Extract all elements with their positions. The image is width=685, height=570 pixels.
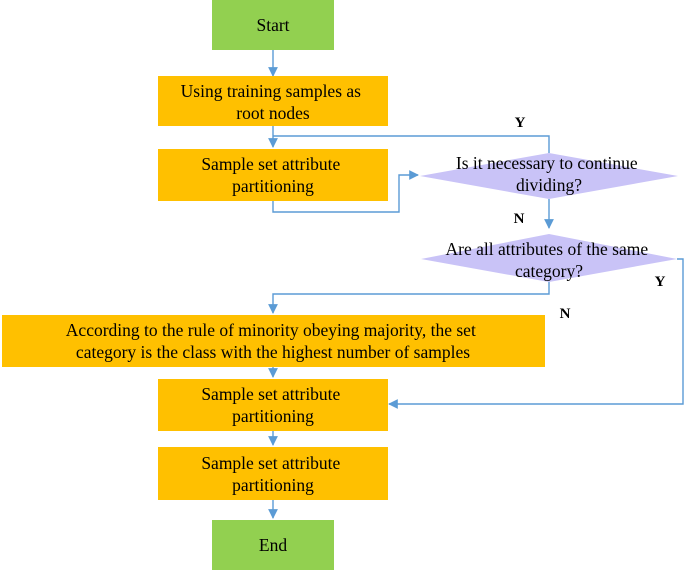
partition-1-process: Sample set attribute partitioning [158,149,388,201]
root-nodes-line-1: Using training samples as [181,81,362,101]
decision-continue-line-2: dividing? [516,175,582,195]
edge-label-continue-no: N [514,211,525,227]
majority-rule-process: According to the rule of minority obeyin… [2,315,545,367]
start-label: Start [256,15,289,35]
decision-continue-line-1: Is it necessary to continue [456,153,638,173]
partition-1-line-1: Sample set attribute [201,154,340,174]
partition-1-line-2: partitioning [232,176,314,196]
edge-label-continue-yes: Y [515,115,526,131]
end-node: End [212,520,334,570]
edge-decision-yes-loop [273,135,550,153]
decision-continue-label: Is it necessary to continue dividing? [456,153,642,195]
edge-partition-1-to-decision [272,170,419,213]
majority-rule-line-2: category is the class with the highest n… [76,342,470,362]
partition-2-label: Sample set attribute partitioning [201,384,344,426]
edge-label-same-category-no: N [560,306,571,322]
partition-3-line-2: partitioning [232,475,314,495]
partition-2-line-2: partitioning [232,406,314,426]
end-label: End [259,535,287,555]
partition-3-process: Sample set attribute partitioning [158,447,388,500]
partition-1-label: Sample set attribute partitioning [201,154,344,196]
majority-rule-line-1: According to the rule of minority obeyin… [66,320,476,340]
decision-same-category-line-1: Are all attributes of the same [445,239,648,259]
edge-label-same-category-yes: Y [655,274,666,290]
decision-same-category-label: Are all attributes of the same category? [445,239,652,281]
root-nodes-process: Using training samples as root nodes [158,76,388,126]
decision-continue-dividing: Is it necessary to continue dividing? [420,153,678,199]
decision-same-category: Are all attributes of the same category? [421,234,677,282]
edge-category-yes-to-partition-2 [388,258,684,409]
partition-3-line-1: Sample set attribute [201,453,340,473]
root-nodes-label: Using training samples as root nodes [181,81,366,123]
connectors [268,50,684,519]
root-nodes-line-2: root nodes [236,103,310,123]
edge-category-no-to-majority [268,282,550,314]
start-node: Start [212,0,334,50]
decision-same-category-line-2: category? [515,261,583,281]
partition-3-label: Sample set attribute partitioning [201,453,344,495]
majority-rule-label: According to the rule of minority obeyin… [66,320,480,362]
partition-2-line-1: Sample set attribute [201,384,340,404]
partition-2-process: Sample set attribute partitioning [158,379,388,431]
